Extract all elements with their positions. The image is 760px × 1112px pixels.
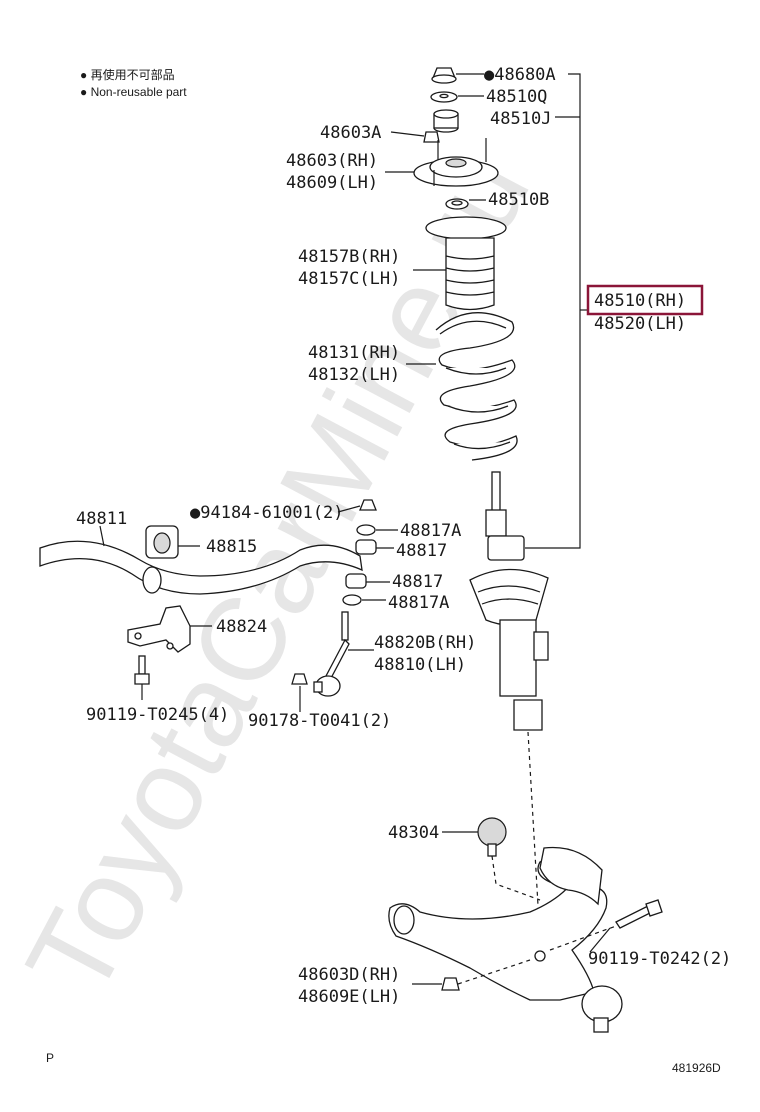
label-48820B-rh[interactable]: 48820B(RH): [374, 633, 476, 653]
label-48510Q[interactable]: 48510Q: [486, 87, 547, 107]
retainer-48817A-bottom: [342, 594, 362, 606]
label-48817-top[interactable]: 48817: [396, 541, 447, 561]
top-nut-48680A: [431, 67, 457, 84]
spring-bumper-boot-48157: [425, 216, 507, 311]
nut-48603A: [423, 131, 440, 143]
label-48815[interactable]: 48815: [206, 537, 257, 557]
stabilizer-bushing-48815: [145, 525, 179, 559]
stabilizer-bushing-on-bar: [142, 566, 162, 594]
bolt-90119-T0242: [615, 899, 663, 929]
label-48817A-top[interactable]: 48817A: [400, 521, 461, 541]
label-48304[interactable]: 48304: [388, 823, 439, 843]
leader-94184: [337, 505, 361, 513]
label-48824[interactable]: 48824: [216, 617, 267, 637]
label-48510J[interactable]: 48510J: [490, 109, 551, 129]
stabilizer-bracket-48824: [127, 605, 191, 653]
label-48131-rh[interactable]: 48131(RH): [308, 343, 400, 363]
highlight-box-48510-rh: [586, 284, 704, 316]
leader-48603A: [390, 131, 425, 137]
washer-48510B: [445, 198, 469, 210]
washer-48510Q: [430, 91, 458, 103]
label-48510-rh[interactable]: 48510(RH): [594, 291, 686, 311]
assembly-bracket-line: [525, 73, 581, 549]
cushion-48817-top: [355, 539, 377, 555]
label-48810-lh[interactable]: 48810(LH): [374, 655, 466, 675]
stabilizer-link-48820B: [313, 611, 350, 697]
cushion-48817-bottom: [345, 573, 367, 589]
lower-arm: [388, 846, 608, 1001]
bolt-90119-T0245: [134, 655, 150, 685]
legend-japanese: ● 再使用不可部品: [80, 67, 175, 82]
label-48811[interactable]: 48811: [76, 509, 127, 529]
retainer-48817A-top: [356, 524, 376, 536]
label-90119-T0245[interactable]: 90119-T0245(4): [86, 705, 229, 725]
leader-90119-T0242: [589, 927, 611, 953]
label-48603A[interactable]: 48603A: [320, 123, 381, 143]
corner-code-left: P: [46, 1051, 54, 1065]
strut-support-48603: [413, 138, 499, 187]
label-48157C-lh[interactable]: 48157C(LH): [298, 269, 400, 289]
label-48157B-rh[interactable]: 48157B(RH): [298, 247, 400, 267]
label-48817-bottom[interactable]: 48817: [392, 572, 443, 592]
nut-48603D: [441, 977, 460, 991]
nut-94184-61001: [359, 499, 377, 511]
label-48603D-rh[interactable]: 48603D(RH): [298, 965, 400, 985]
bolt-dashed-line: [549, 925, 617, 951]
label-48609E-lh[interactable]: 48609E(LH): [298, 987, 400, 1007]
label-48680A[interactable]: ●48680A: [484, 65, 556, 85]
coil-spring-48131: [435, 312, 518, 461]
alignment-dashed-line: [527, 731, 541, 941]
leader-48811: [99, 525, 105, 547]
nut-90178-T0041: [291, 673, 308, 685]
label-48609-lh[interactable]: 48609(LH): [286, 173, 378, 193]
bushing-48510J: [433, 109, 459, 133]
label-48520-lh[interactable]: 48520(LH): [594, 314, 686, 334]
label-94184-61001[interactable]: ●94184-61001(2): [190, 503, 344, 523]
shock-absorber-48510: [469, 471, 549, 731]
diagram-id: 481926D: [672, 1061, 721, 1075]
label-90178-T0041[interactable]: 90178-T0041(2): [248, 711, 391, 731]
label-48132-lh[interactable]: 48132(LH): [308, 365, 400, 385]
label-48817A-bottom[interactable]: 48817A: [388, 593, 449, 613]
stopper-dashed-line: [491, 855, 541, 901]
legend-english: ● Non-reusable part: [80, 85, 187, 99]
label-48510B[interactable]: 48510B: [488, 190, 549, 210]
label-48603-rh[interactable]: 48603(RH): [286, 151, 378, 171]
ball-joint: [581, 985, 623, 1033]
bound-stopper-48304: [477, 817, 507, 857]
label-90119-T0242[interactable]: 90119-T0242(2): [588, 949, 731, 969]
